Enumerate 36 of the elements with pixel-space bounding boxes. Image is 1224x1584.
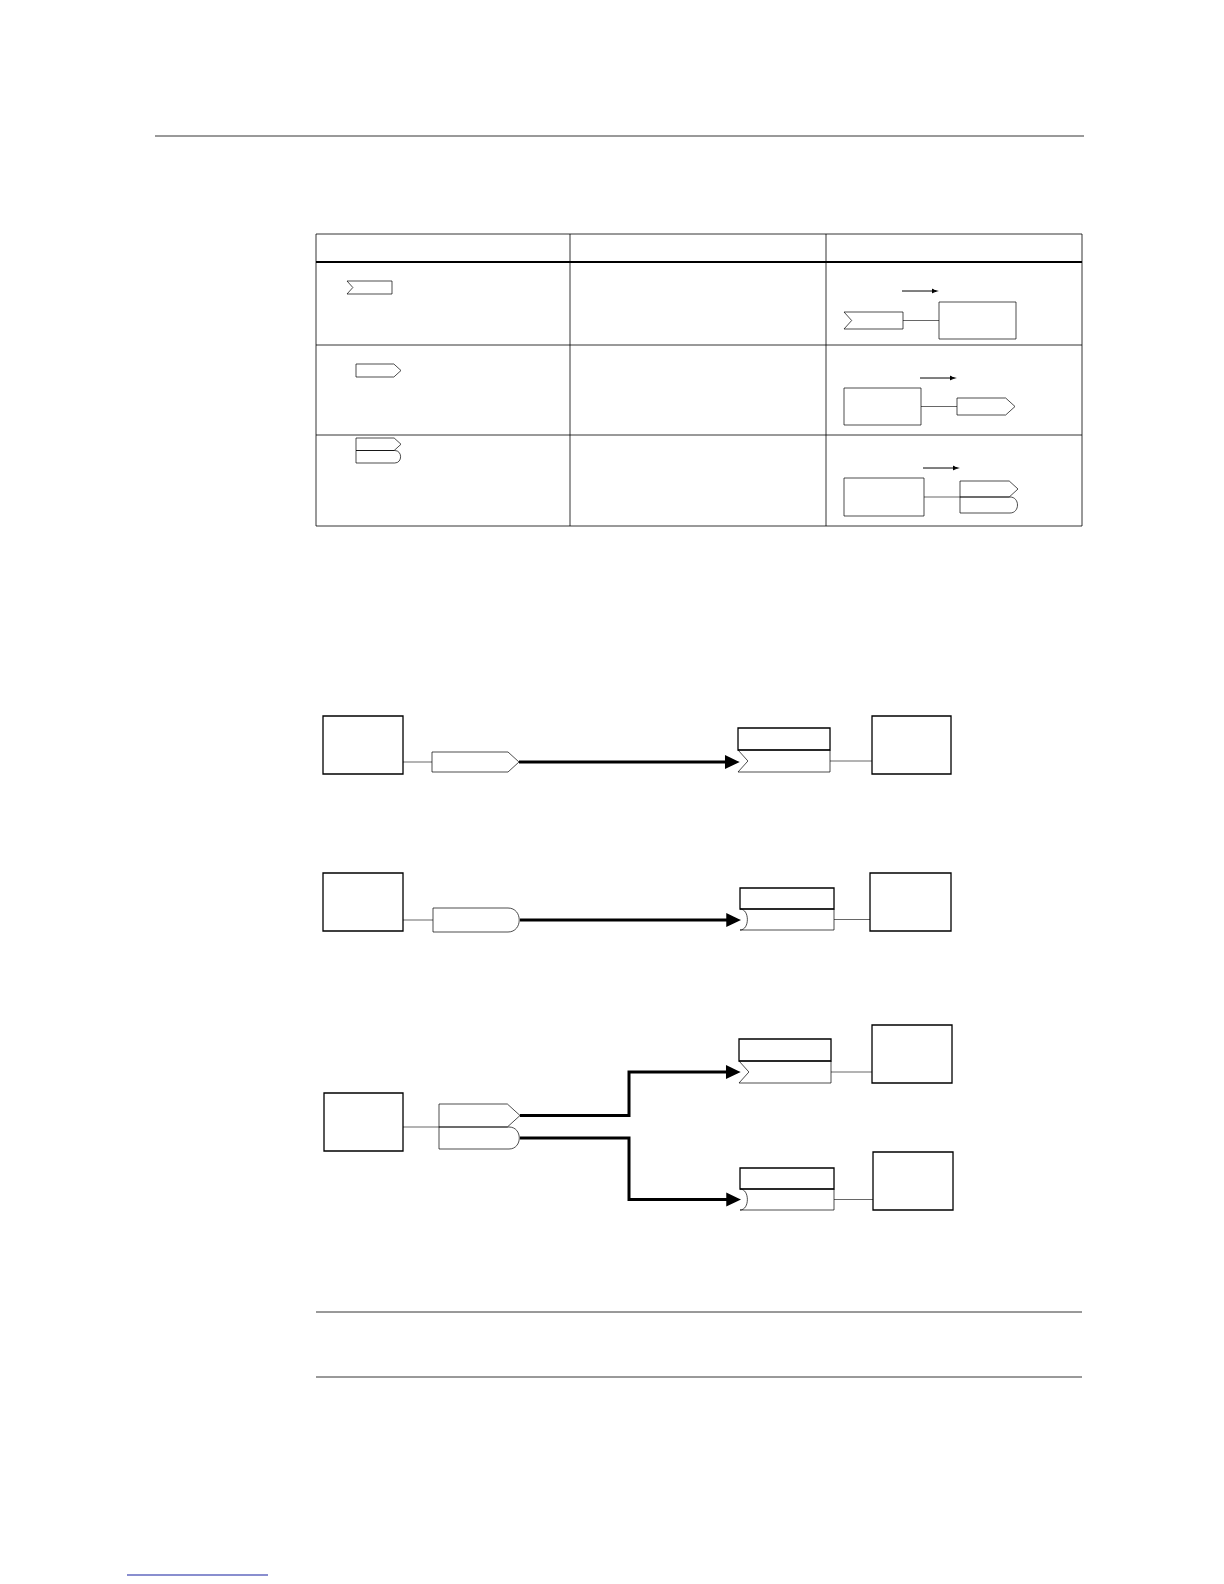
concave-tag: [739, 1188, 835, 1211]
connector-line: [829, 760, 873, 762]
function-block: [322, 872, 404, 932]
function-block: [739, 1167, 835, 1190]
function-block: [323, 1092, 404, 1152]
arrow-tag: [956, 397, 1016, 416]
function-block: [871, 1024, 953, 1084]
function-block: [843, 387, 922, 426]
connector-line: [902, 320, 940, 321]
function-block: [871, 715, 952, 775]
connector-line: [833, 1199, 874, 1200]
function-block: [869, 872, 952, 932]
notched-tag: [738, 1060, 832, 1084]
arrow-tag: [438, 1103, 521, 1128]
connector-line: [402, 919, 434, 921]
function-block: [322, 715, 404, 775]
connector-line: [920, 406, 958, 407]
arrow-tag: [959, 480, 1019, 498]
function-block: [872, 1151, 954, 1211]
function-block: [739, 887, 835, 910]
arrow-tag: [431, 751, 520, 773]
connector-line: [923, 496, 961, 498]
connector-line: [830, 1071, 873, 1073]
function-block: [738, 1038, 832, 1062]
notched-tag: [843, 311, 904, 330]
rounded-tag: [438, 1126, 520, 1150]
connector-line: [402, 761, 433, 763]
connector-line: [402, 1126, 440, 1128]
function-block: [938, 301, 1017, 340]
function-block: [737, 727, 831, 751]
notched-tag: [737, 749, 831, 773]
rounded-tag: [432, 907, 520, 933]
concave-tag: [739, 908, 835, 931]
connector-line: [833, 919, 871, 920]
function-block: [843, 477, 925, 517]
rounded-tag: [959, 496, 1018, 514]
